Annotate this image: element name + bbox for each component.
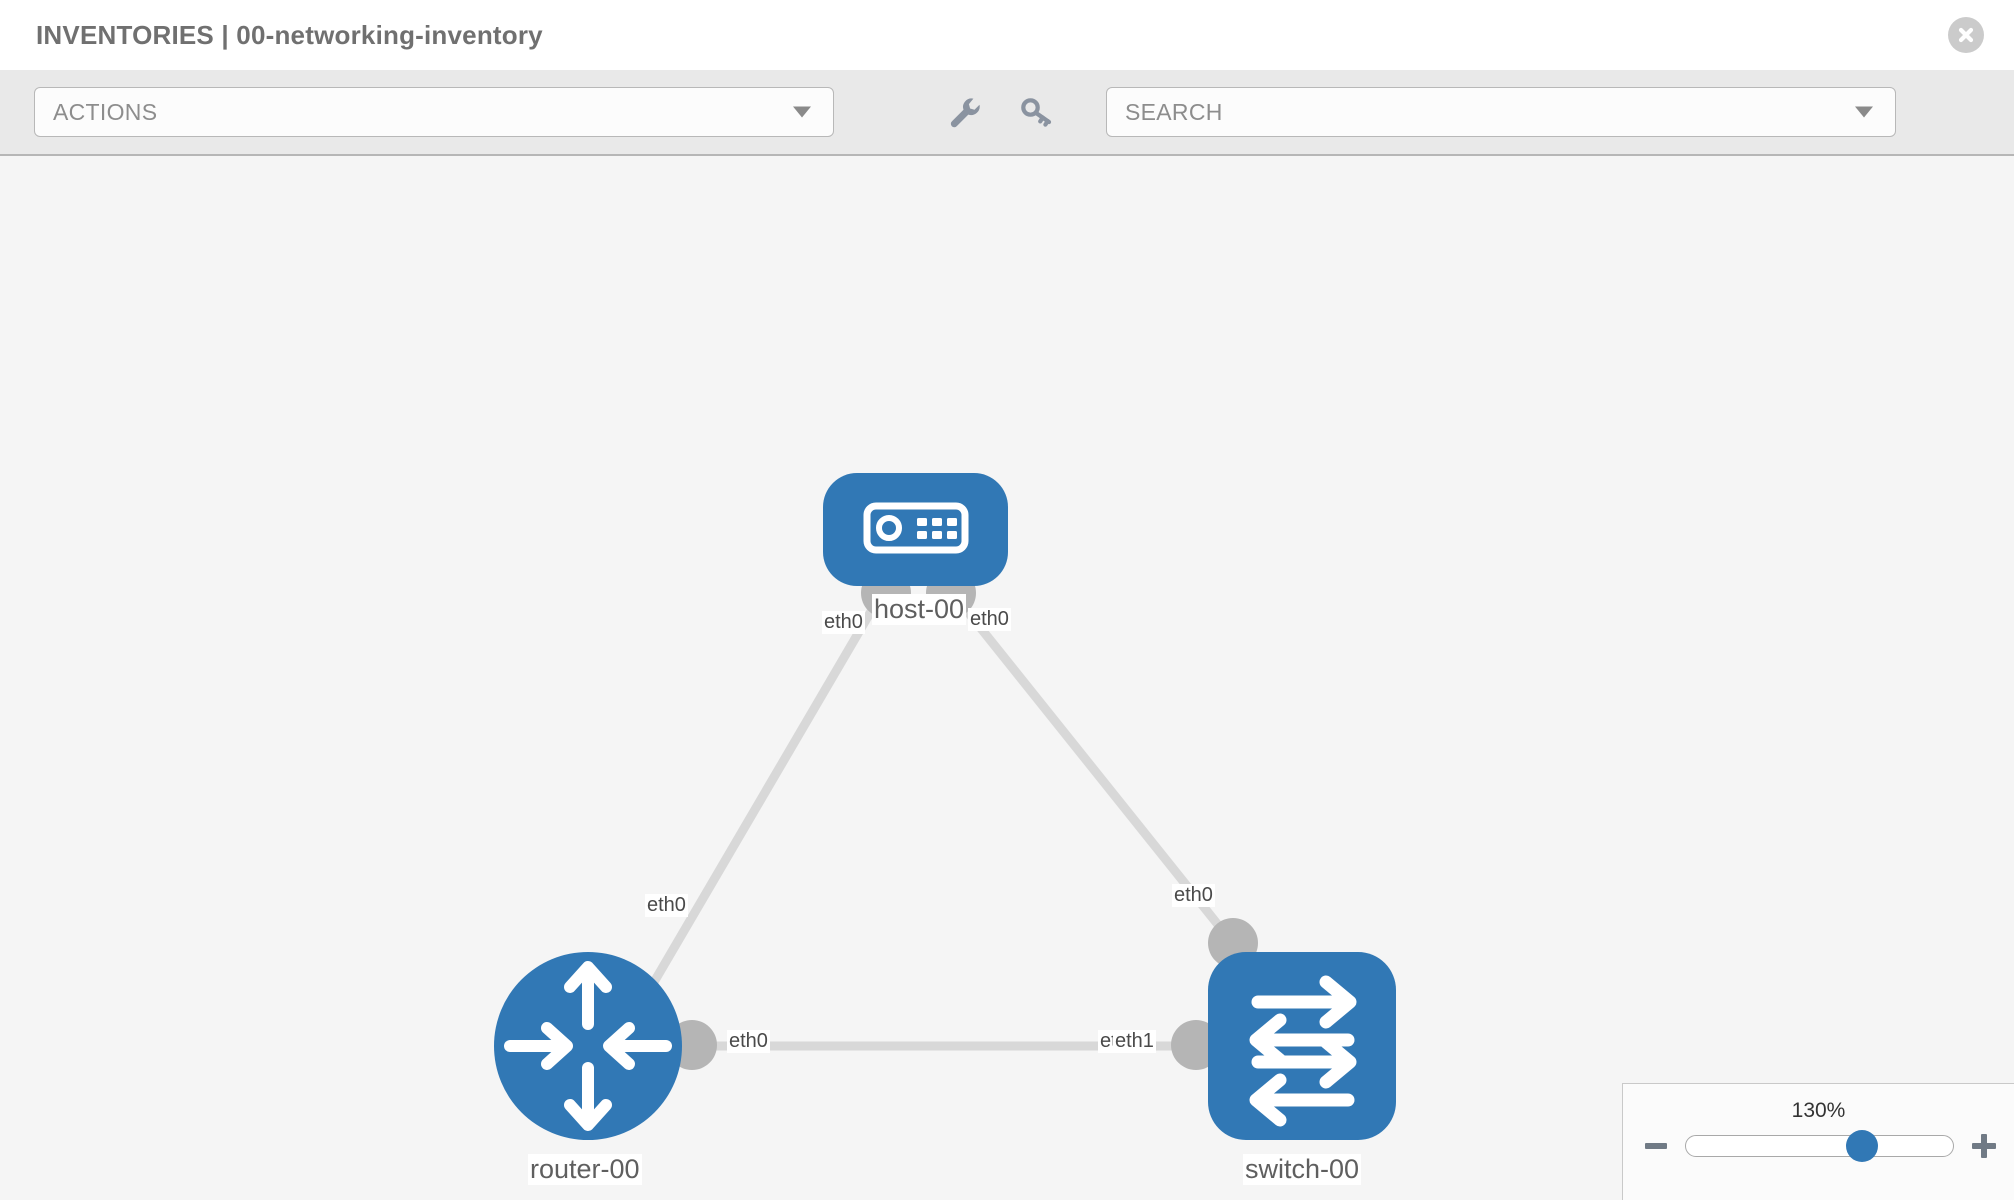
chevron-down-icon (793, 106, 811, 118)
zoom-out-button[interactable] (1645, 1143, 1667, 1149)
switch-icon (1249, 975, 1357, 1127)
node-label-host-00: host-00 (872, 594, 967, 626)
topology-canvas[interactable]: host-00 router-00 switch-00 eth0 eth0 et… (0, 156, 2014, 1200)
iface-label-host00-router00: eth0 (822, 611, 865, 634)
close-button[interactable] (1948, 17, 1984, 53)
iface-label-router00-switch00: eth0 (727, 1030, 770, 1053)
zoom-percent-label: 130% (1791, 1099, 1846, 1122)
node-switch-00[interactable] (1208, 952, 1396, 1140)
node-label-switch-00: switch-00 (1243, 1154, 1362, 1186)
page-header: INVENTORIES | 00-networking-inventory (0, 0, 2014, 70)
close-icon (1958, 27, 1974, 43)
node-label-router-00: router-00 (528, 1154, 642, 1186)
topology-connectors (667, 568, 1258, 1070)
iface-label-switch00-host00: eth0 (1172, 884, 1215, 907)
search-placeholder: SEARCH (1125, 98, 1223, 125)
chevron-down-icon (1855, 106, 1873, 118)
iface-label-switch00-router00: eth1 (1113, 1030, 1156, 1053)
tool-icon-group (944, 92, 1056, 132)
zoom-slider[interactable] (1685, 1130, 1954, 1162)
node-router-00[interactable] (494, 952, 682, 1140)
zoom-slider-thumb[interactable] (1846, 1130, 1879, 1162)
node-host-00[interactable] (823, 473, 1008, 586)
server-icon (863, 502, 969, 554)
zoom-control[interactable]: 130% (1622, 1083, 2014, 1200)
zoom-row (1645, 1130, 1996, 1162)
key-icon[interactable] (1016, 92, 1056, 132)
topology-graph (494, 473, 1396, 1140)
toolbar: ACTIONS SEARCH (0, 70, 2014, 156)
link-host00-router00[interactable] (636, 593, 884, 1009)
wrench-icon[interactable] (944, 92, 984, 132)
actions-dropdown[interactable]: ACTIONS (34, 87, 834, 137)
topology-links (636, 593, 1239, 1051)
actions-dropdown-label: ACTIONS (53, 98, 158, 125)
iface-label-router00-host00: eth0 (645, 894, 688, 917)
router-icon (504, 961, 672, 1131)
search-input[interactable]: SEARCH (1106, 87, 1896, 137)
zoom-in-button[interactable] (1972, 1134, 1996, 1158)
page-title: INVENTORIES | 00-networking-inventory (36, 19, 543, 50)
iface-label-host00-switch00: eth0 (968, 608, 1011, 631)
